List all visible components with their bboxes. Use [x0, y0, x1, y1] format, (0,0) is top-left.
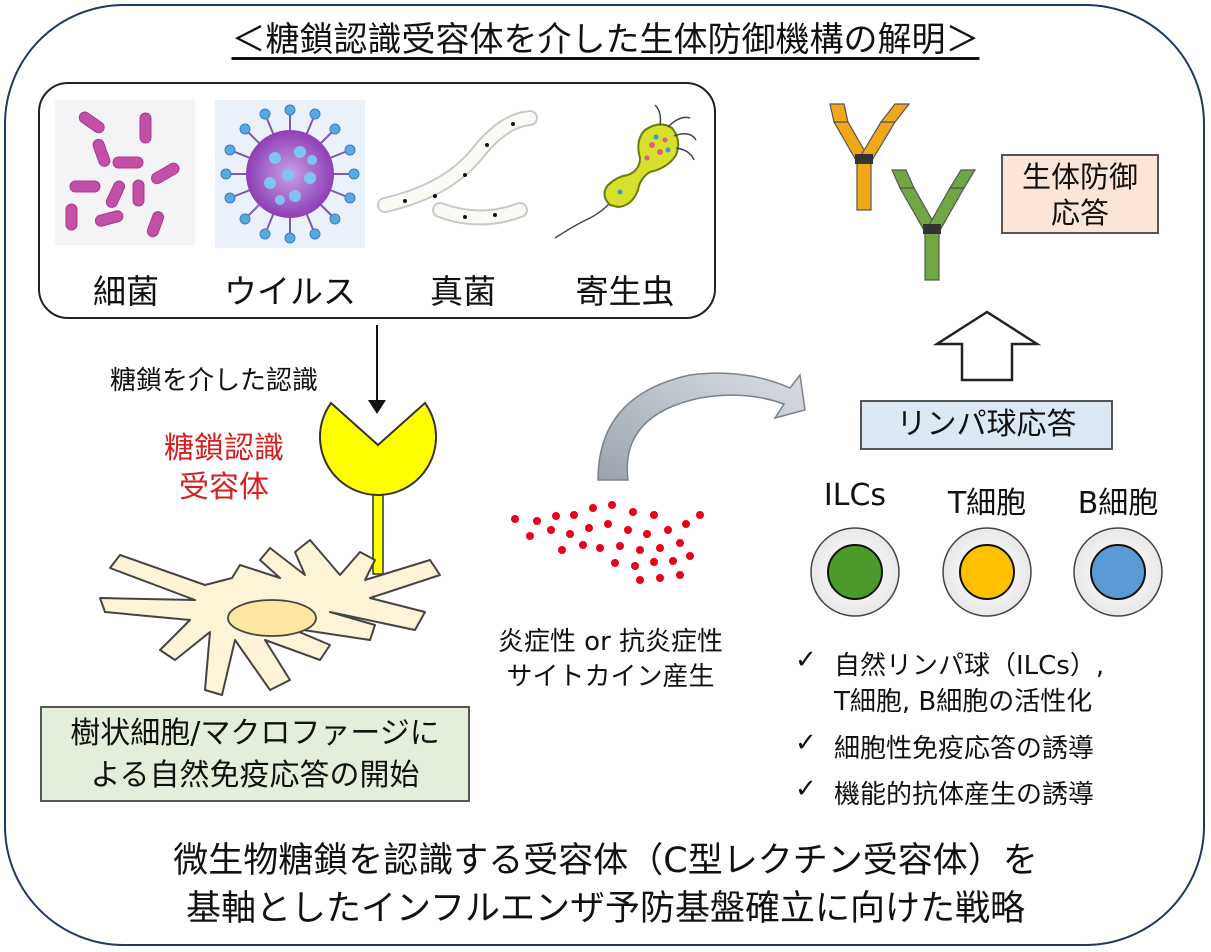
innate-response-line2: よる自然免疫応答の開始	[90, 758, 420, 793]
innate-response-box: 樹状細胞/マクロファージに よる自然免疫応答の開始	[40, 706, 470, 802]
bacteria-icon	[55, 100, 195, 245]
dendritic-cell-icon	[99, 539, 441, 696]
pathogen-label-bacteria: 細菌	[93, 272, 159, 311]
antibody-orange-icon	[829, 103, 911, 211]
recognition-arrow	[368, 325, 386, 414]
fungus-icon	[377, 110, 538, 226]
defense-response-box: 生体防御 応答	[1001, 154, 1159, 234]
check-item-1-line1: 自然リンパ球（ILCs）,	[834, 651, 1105, 681]
defense-response-line1: 生体防御	[1021, 160, 1138, 194]
cytokine-arrow	[597, 372, 806, 481]
summary-line1: 微生物糖鎖を認識する受容体（C型レクチン受容体）を	[173, 841, 1038, 881]
defense-response-line2: 応答	[1050, 196, 1109, 230]
b-cell-icon	[1073, 527, 1163, 617]
diagram-frame	[4, 4, 1205, 946]
pathogen-label-virus: ウイルス	[224, 272, 356, 311]
recognition-label: 糖鎖を介した認識	[110, 366, 319, 396]
pathogen-panel	[38, 82, 716, 319]
cytokine-label-line1: 炎症性 or 抗炎症性	[497, 627, 724, 657]
check-item-1-line2: T細胞, B細胞の活性化	[834, 687, 1093, 717]
receptor-label-line2: 受容体	[179, 470, 269, 505]
receptor-label-line1: 糖鎖認識	[164, 431, 284, 466]
check-item-3: 機能的抗体産生の誘導	[834, 780, 1095, 810]
parasite-icon	[554, 104, 697, 239]
summary-line2: 基軸としたインフルエンザ予防基盤確立に向けた戦略	[186, 889, 1025, 929]
up-arrow-icon	[932, 310, 1042, 382]
ilc-cell-icon	[810, 527, 900, 617]
lymphocyte-label-ilc: ILCs	[823, 478, 887, 513]
diagram-title: ＜糖鎖認識受容体を介した生体防御機構の解明＞	[231, 20, 980, 60]
checkmark-icon: ✓	[795, 645, 817, 675]
lymphocyte-label-t: T細胞	[947, 486, 1027, 521]
t-cell-icon	[942, 527, 1032, 617]
checkmark-icon: ✓	[795, 728, 817, 758]
innate-response-line1: 樹状細胞/マクロファージに	[70, 716, 440, 751]
lymphocyte-label-b: B細胞	[1077, 486, 1159, 521]
pathogen-label-fungus: 真菌	[430, 272, 496, 311]
virus-icon	[215, 100, 365, 248]
check-item-2: 細胞性免疫応答の誘導	[834, 734, 1095, 764]
pathogen-label-parasite: 寄生虫	[575, 272, 675, 311]
cytokine-dots	[511, 501, 704, 584]
checkmark-icon: ✓	[795, 774, 817, 804]
antibody-green-icon	[891, 169, 977, 281]
receptor-icon	[319, 401, 437, 575]
cytokine-label-line2: サイトカイン産生	[506, 662, 715, 692]
lymphocyte-response-box: リンパ球応答	[860, 400, 1113, 450]
